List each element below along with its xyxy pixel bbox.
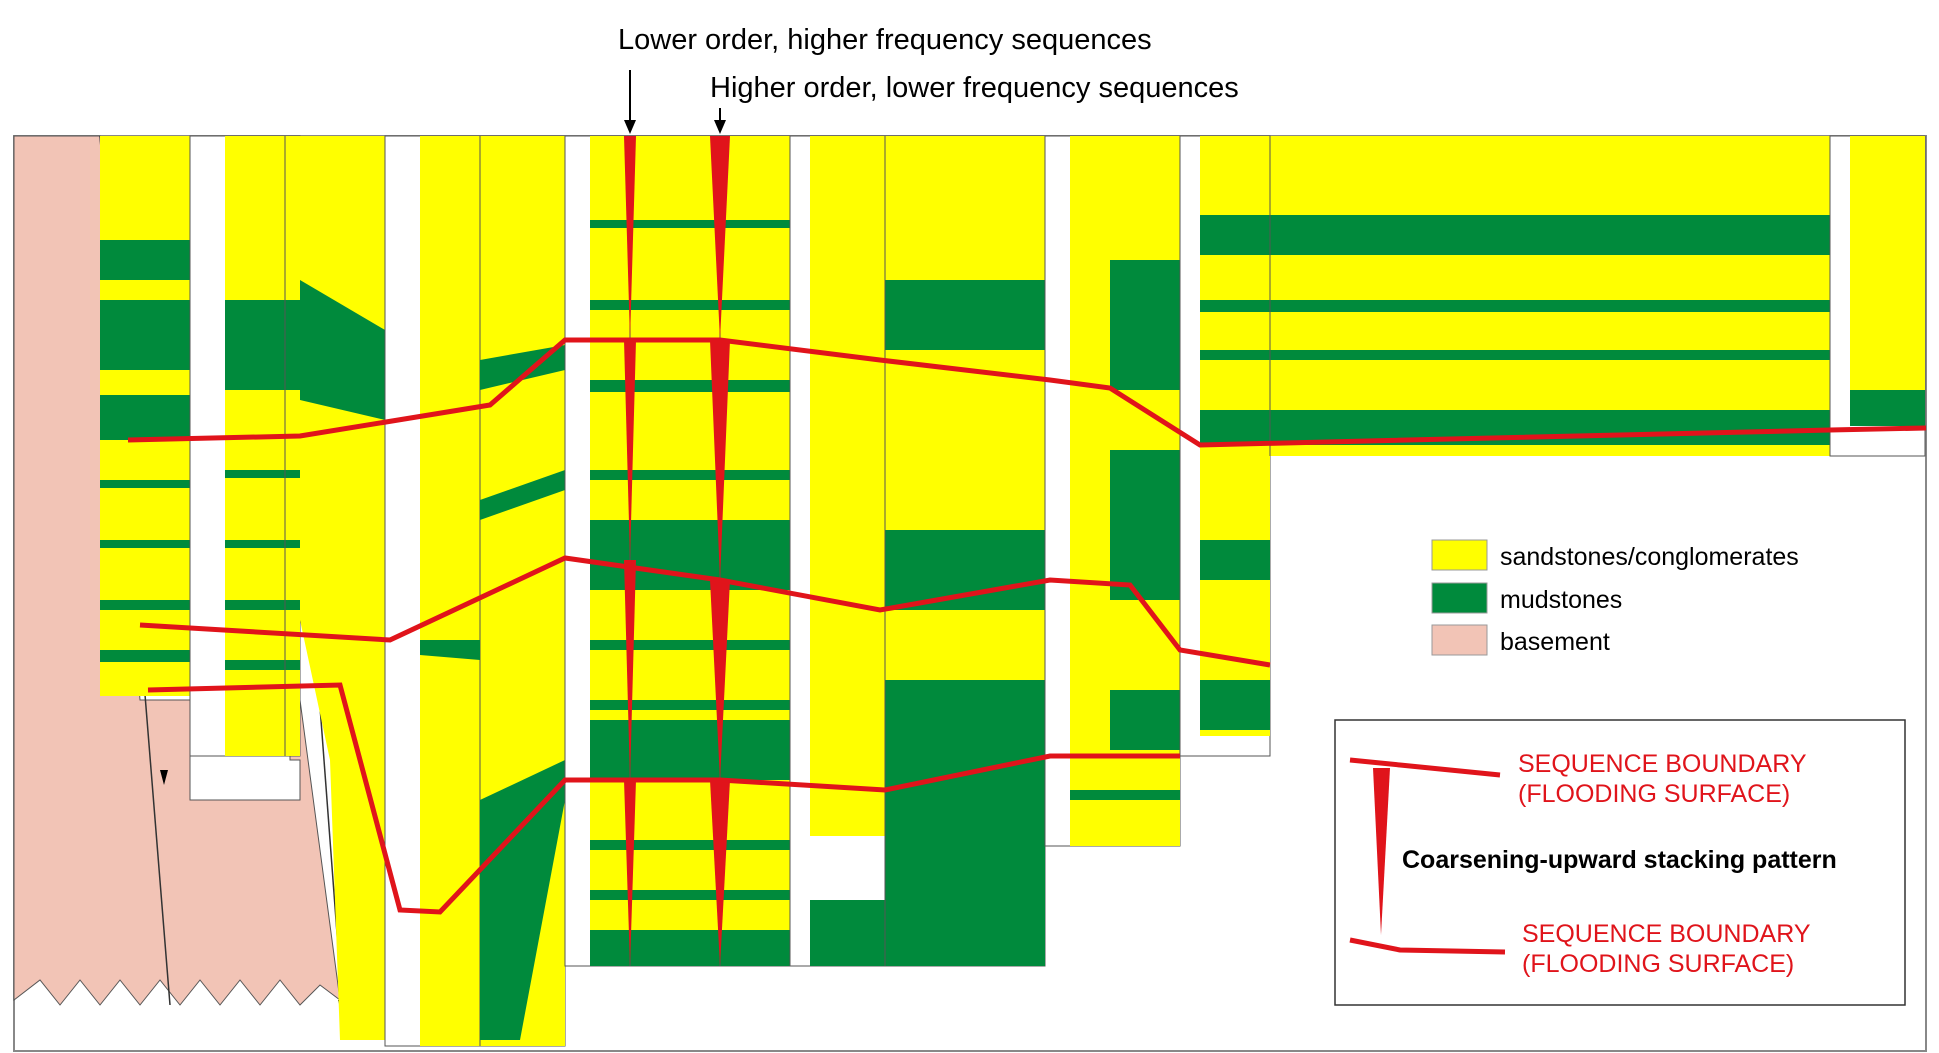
key-coarsening-triangle [1373, 768, 1390, 935]
key-boundary-line-top [1349, 757, 1501, 778]
mudstone-bed [1110, 690, 1180, 750]
mudstone-bed [100, 540, 190, 548]
header-pointer-arrowhead [714, 120, 726, 134]
mudstone-bed [885, 680, 1045, 760]
mudstone-bed [590, 470, 790, 480]
mudstone-bed [1200, 215, 1830, 255]
key-boundary-bottom-sublabel: (FLOODING SURFACE) [1522, 950, 1794, 978]
coarsening-triangle [710, 780, 730, 966]
mudstone-bed [225, 540, 300, 548]
legend-swatch-basement [1431, 624, 1488, 656]
higher-order-sequences-label: Higher order, lower frequency sequences [710, 72, 1239, 104]
mudstone-bed [885, 760, 1045, 966]
mudstone-bed [1200, 680, 1270, 730]
mudstone-bed [100, 240, 190, 280]
mudstone-wedge [480, 760, 565, 1040]
mudstone-bed [225, 300, 300, 390]
mudstone-wedge [300, 280, 385, 420]
key-pattern-label: Coarsening-upward stacking pattern [1402, 846, 1837, 874]
mudstone-bed [1110, 450, 1180, 600]
mudstone-bed [1850, 390, 1925, 426]
mudstone-bed [590, 890, 790, 900]
mudstone-bed [590, 840, 790, 850]
key-boundary-top-label: SEQUENCE BOUNDARY [1518, 750, 1807, 778]
coarsening-triangle [624, 560, 636, 780]
well-log-fill [1850, 136, 1925, 426]
key-boundary-top-sublabel: (FLOODING SURFACE) [1518, 780, 1790, 808]
mudstone-bed [1200, 350, 1830, 360]
mudstone-bed [225, 600, 300, 610]
sequence-boundary-lower [147, 682, 1180, 915]
mudstone-wedge [420, 640, 480, 660]
mudstone-bed [1070, 790, 1180, 800]
mudstone-wedge [480, 470, 565, 520]
mudstone-bed [590, 300, 790, 310]
mudstone-bed [100, 650, 190, 662]
sequence-boundary-middle [139, 555, 1271, 668]
mudstone-bed [100, 600, 190, 610]
key-boundary-bottom-label: SEQUENCE BOUNDARY [1522, 920, 1811, 948]
mudstone-bed [885, 530, 1045, 610]
mudstone-bed [590, 640, 790, 650]
sequence-boundary-upper [127, 337, 1927, 448]
upper-sand-sheet [1200, 136, 1830, 456]
coarsening-triangle [710, 340, 730, 580]
mudstone-bed [885, 280, 1045, 350]
mudstone-bed [100, 395, 190, 440]
coarsening-triangle [624, 136, 636, 340]
legend-basement-label: basement [1500, 628, 1610, 656]
mudstone-bed [100, 300, 190, 370]
mudstone-bed [225, 660, 300, 670]
coarsening-triangle [624, 340, 636, 560]
mudstone-bed [100, 480, 190, 488]
mudstone-bed [590, 380, 790, 392]
header-pointer-arrowhead [624, 120, 636, 134]
mudstone-bed [1200, 540, 1270, 580]
coarsening-triangle [710, 580, 730, 780]
mudstone-bed [590, 720, 790, 780]
coarsening-triangle [624, 780, 636, 966]
legend-mud-label: mudstones [1500, 586, 1622, 614]
fault-arrow [160, 770, 168, 785]
mudstone-bed [590, 220, 790, 228]
legend-sand-label: sandstones/conglomerates [1500, 543, 1799, 571]
mudstone-bed [590, 700, 790, 710]
mudstone-bed [810, 900, 885, 966]
legend-swatch-sand [1431, 539, 1488, 571]
mudstone-bed [590, 930, 790, 966]
legend-swatch-mud [1431, 582, 1488, 614]
mudstone-bed [590, 520, 790, 590]
mudstone-bed [1110, 260, 1180, 390]
lower-order-sequences-label: Lower order, higher frequency sequences [618, 24, 1152, 56]
well-log-fill [225, 136, 300, 756]
mudstone-bed [1200, 300, 1830, 312]
key-boundary-line-bottom [1349, 937, 1506, 955]
mudstone-bed [225, 470, 300, 478]
coarsening-triangle [710, 136, 730, 340]
